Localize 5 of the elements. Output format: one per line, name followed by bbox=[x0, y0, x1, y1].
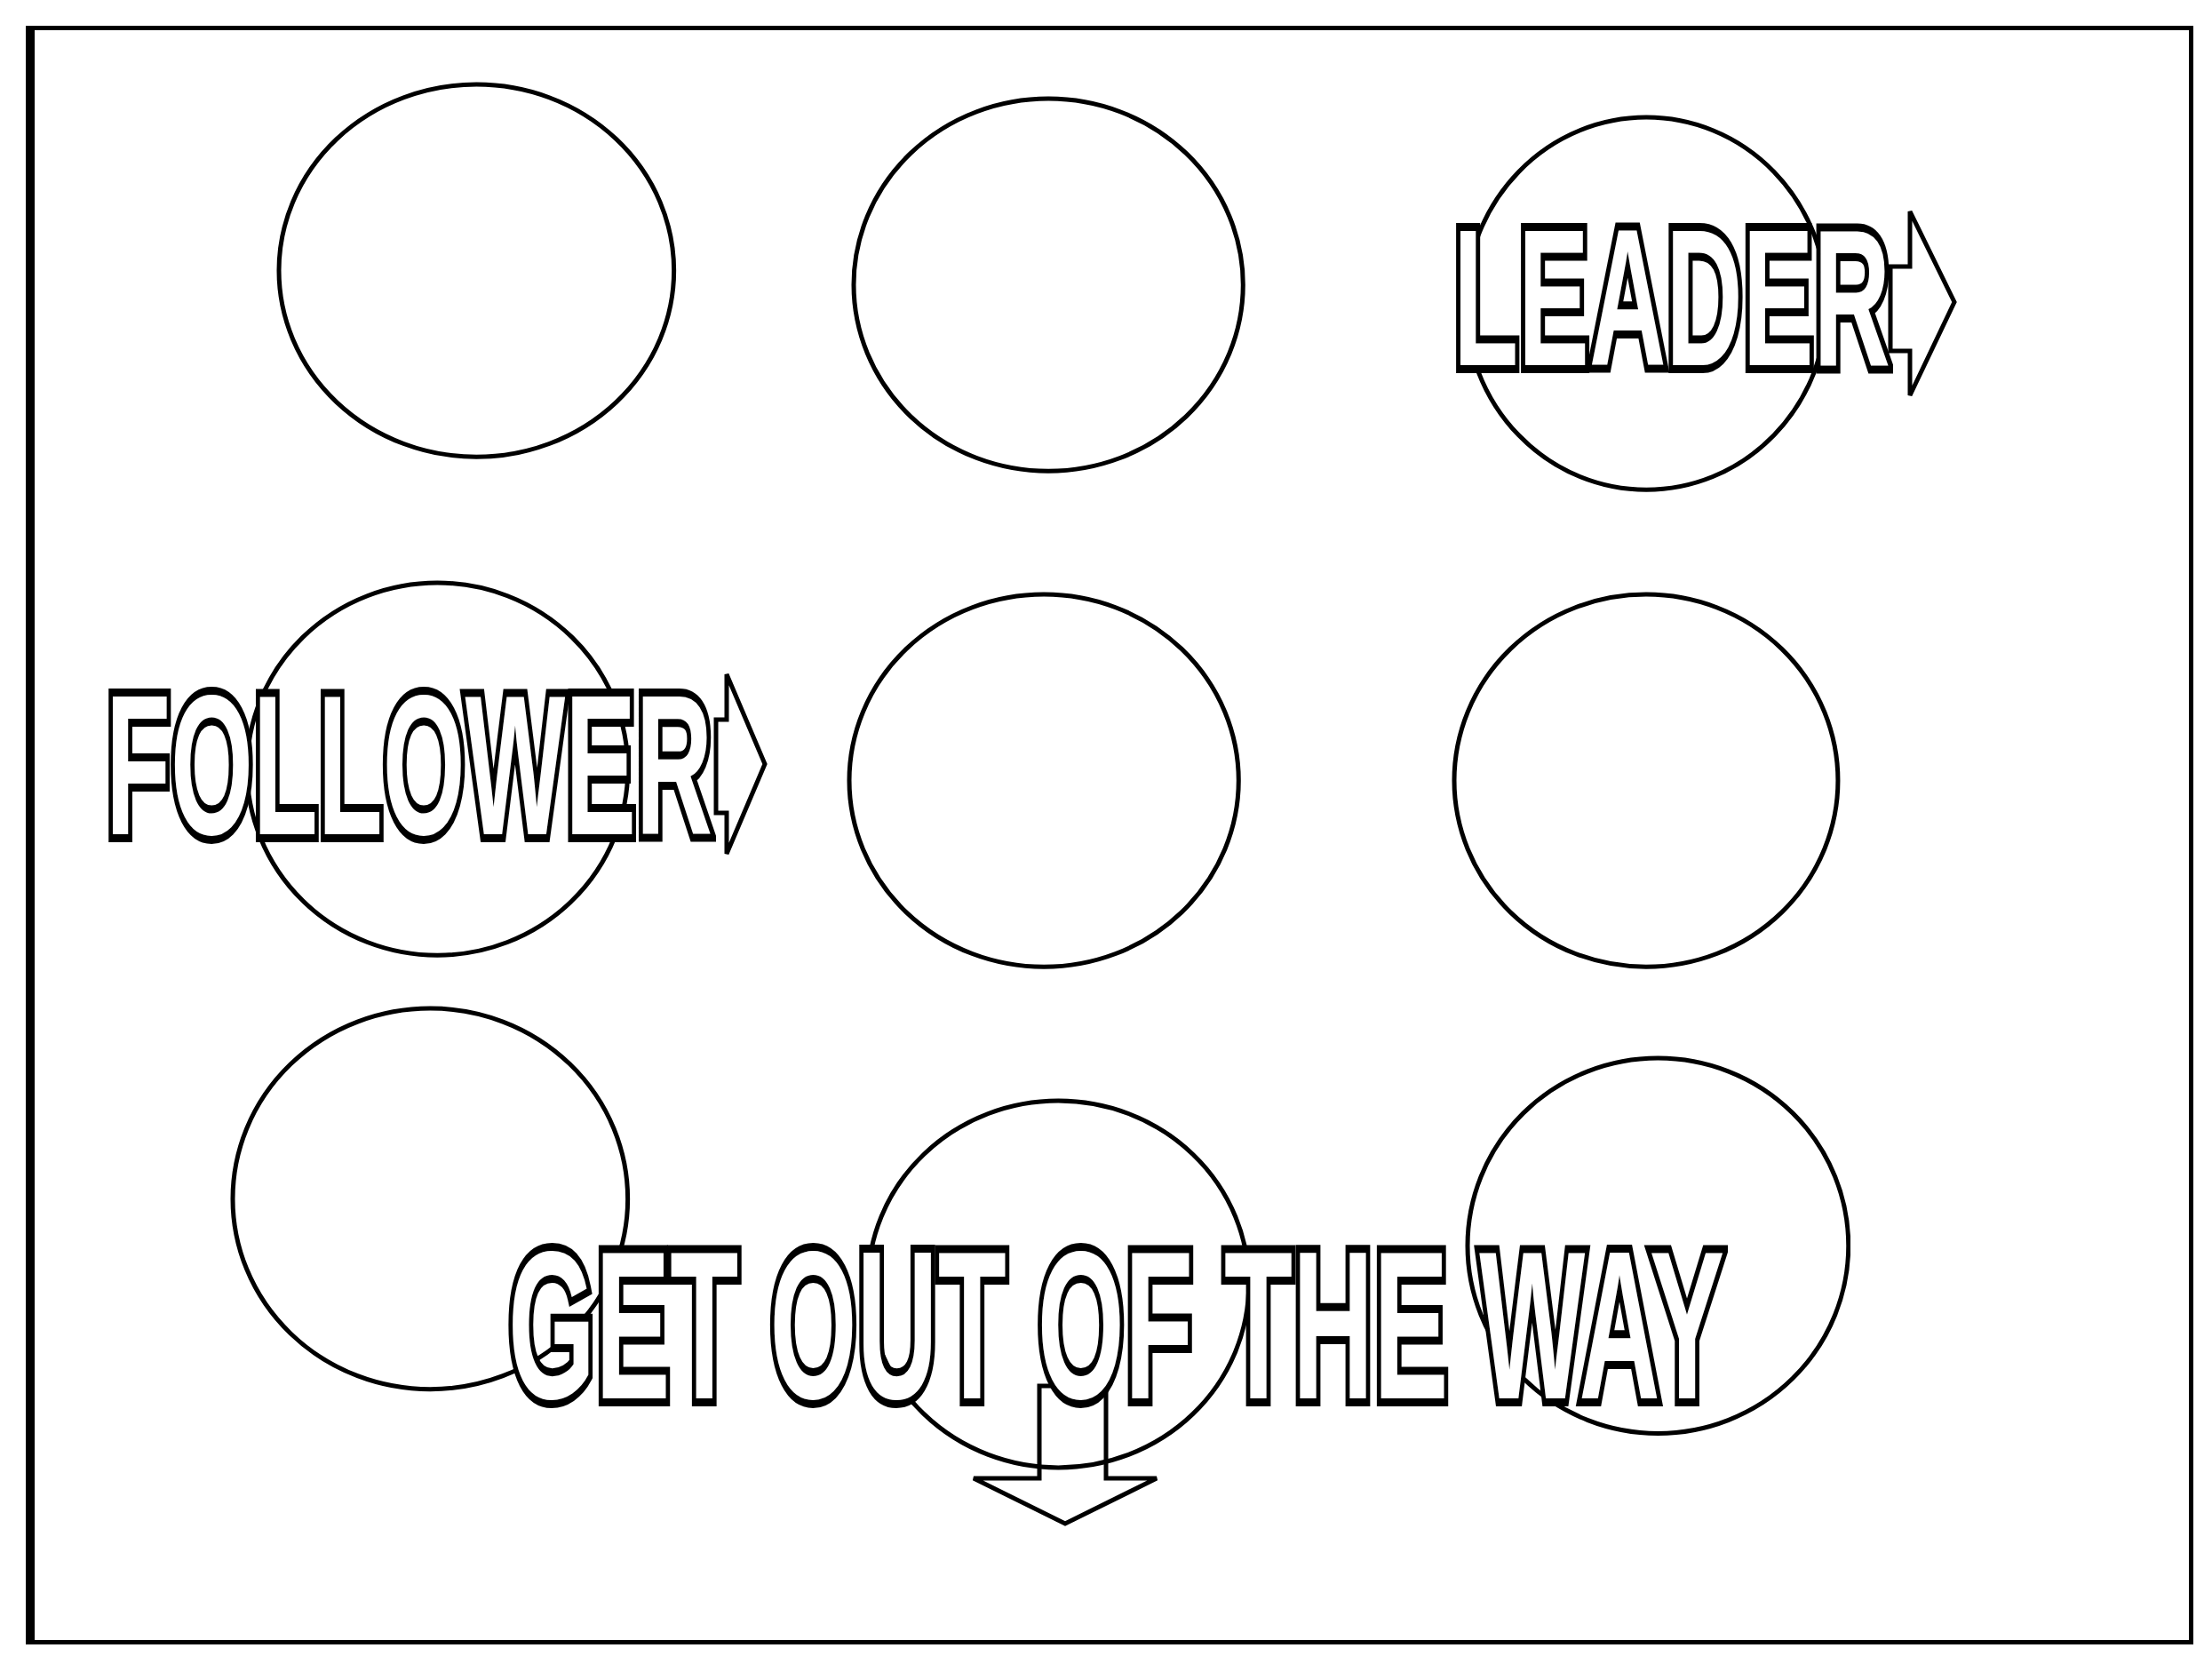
circle-outline bbox=[276, 82, 678, 460]
circle-outline bbox=[1464, 1055, 1851, 1437]
circle-outline bbox=[846, 591, 1242, 969]
circle-outline bbox=[1452, 591, 1842, 969]
circle-outline bbox=[850, 96, 1245, 474]
